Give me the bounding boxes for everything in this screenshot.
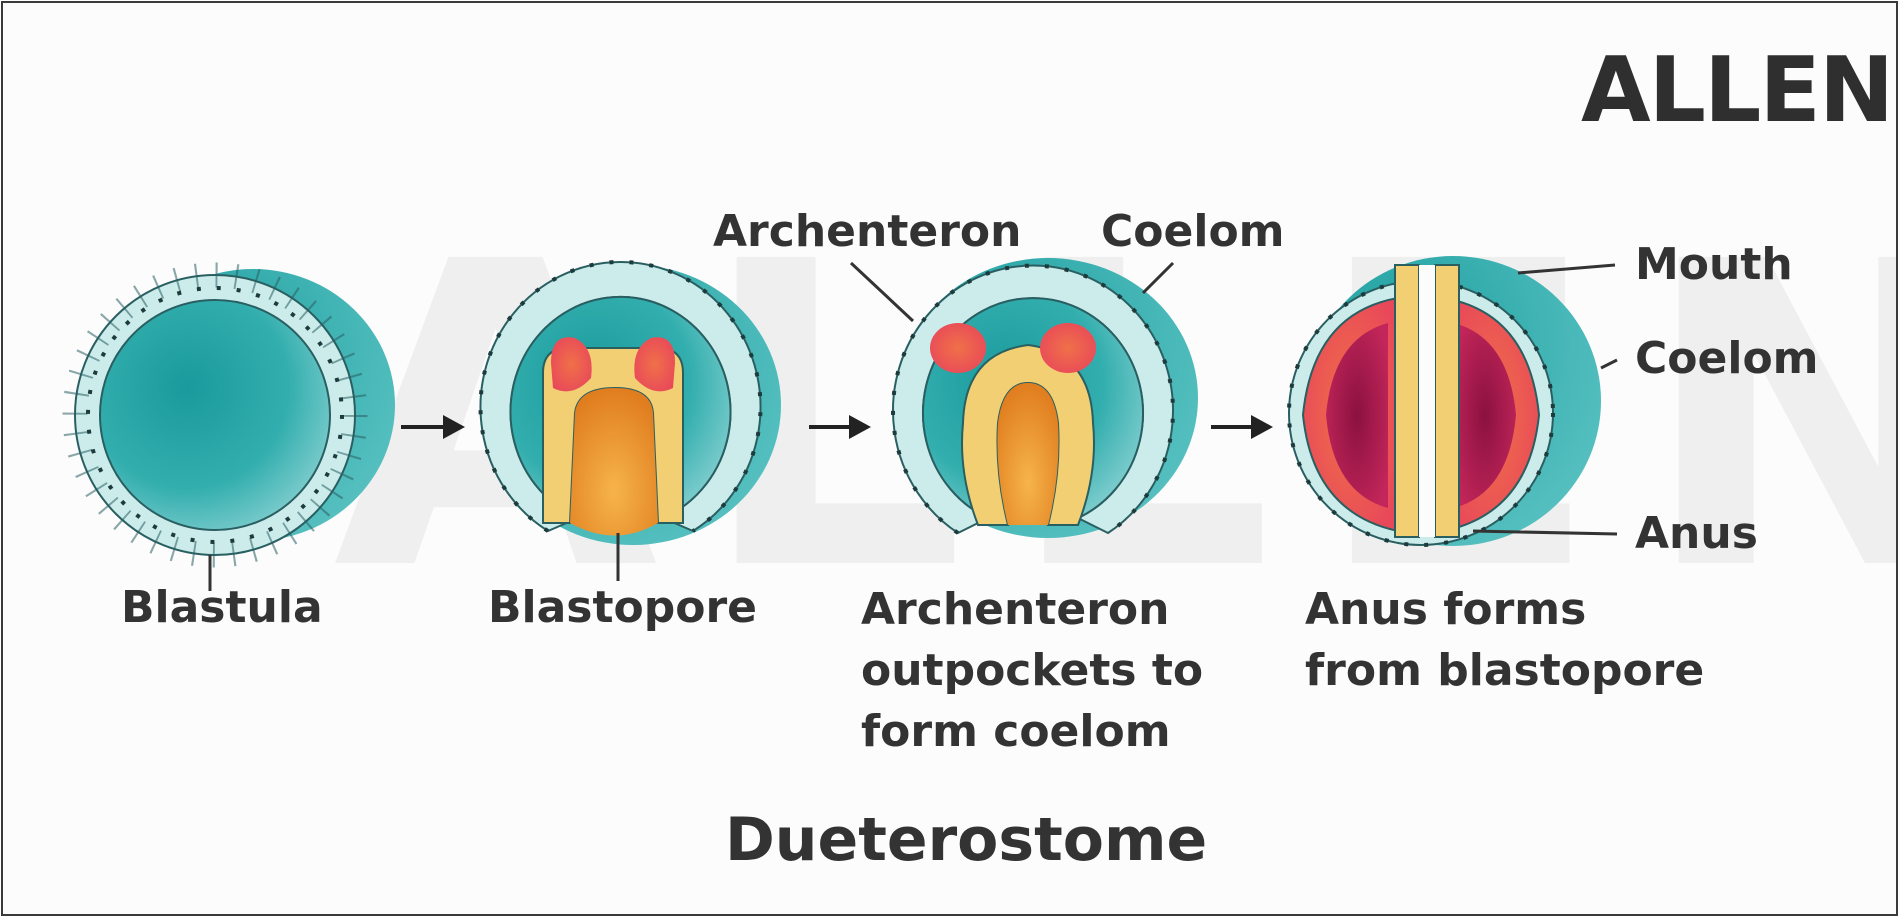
caption-line: from blastopore (1305, 645, 1705, 696)
caption-anus-forms: Anus forms from blastopore (1305, 579, 1704, 701)
caption-archenteron-outpockets: Archenteron outpockets to form coelom (861, 579, 1203, 762)
caption-blastula: Blastula (121, 582, 323, 633)
diagram-title: Dueterostome (725, 805, 1208, 875)
label-archenteron: Archenteron (713, 206, 1022, 257)
mouth-pointer (1517, 263, 1616, 275)
caption-line: Archenteron (861, 584, 1170, 635)
caption-line: Anus forms (1305, 584, 1587, 635)
label-mouth: Mouth (1635, 239, 1793, 290)
blastopore-embryo (478, 259, 781, 545)
allen-logo: ALLEN (1581, 38, 1894, 143)
blastula-embryo (62, 262, 395, 568)
label-coelom-right: Coelom (1635, 333, 1819, 384)
label-anus: Anus (1635, 508, 1758, 559)
arrow-2 (809, 415, 871, 439)
archenteron-pointer (849, 261, 915, 323)
archenteron-embryo (891, 258, 1198, 538)
anus-pointer (1472, 529, 1618, 536)
caption-line: outpockets to (861, 645, 1204, 696)
deuterostome-embryo (1287, 256, 1601, 547)
caption-blastopore: Blastopore (488, 582, 758, 633)
label-coelom-top: Coelom (1101, 206, 1285, 257)
coelom-top-pointer (1141, 261, 1175, 295)
arrow-3 (1211, 415, 1273, 439)
coelom-right-pointer (1600, 358, 1618, 370)
diagram-artwork: ALLEN (62, 174, 1896, 663)
caption-line: form coelom (861, 706, 1171, 757)
arrow-1 (401, 415, 465, 439)
